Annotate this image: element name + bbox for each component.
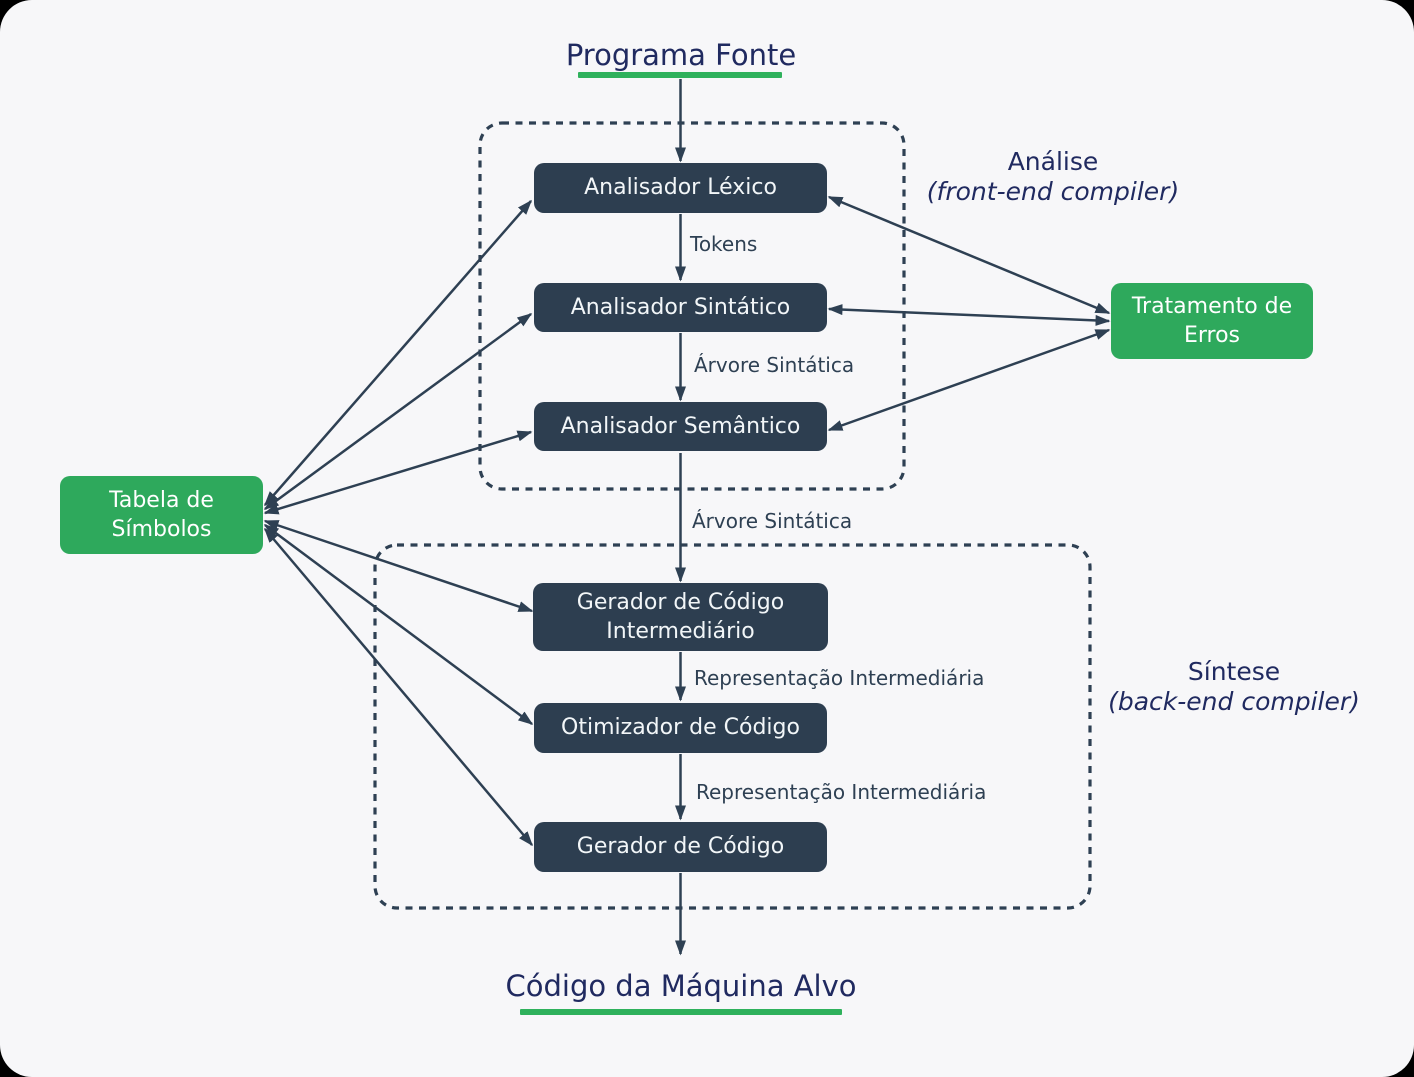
edge-label-syntax-tree-1: Árvore Sintática — [694, 353, 855, 377]
node-intermediate-code-generator: Gerador de Código Intermediário — [533, 583, 828, 651]
synthesis-label-sub: (back-end compiler) — [1108, 687, 1360, 716]
analysis-group-outline — [478, 121, 906, 491]
target-title-underline — [520, 1009, 842, 1015]
edge-table-intermediate — [263, 519, 534, 613]
edge-table-syntactic — [263, 312, 533, 511]
node-lexical-analyzer: Analisador Léxico — [534, 163, 827, 213]
synthesis-group-label: Síntese (back-end compiler) — [1084, 657, 1384, 717]
error-handling-arrows — [827, 195, 1111, 432]
analysis-group-label: Análise (front-end compiler) — [903, 147, 1203, 207]
edge-table-generator — [264, 527, 533, 847]
node-syntactic-analyzer: Analisador Sintático — [534, 283, 827, 332]
symbol-table-arrows — [263, 199, 534, 847]
node-symbol-table: Tabela de Símbolos — [60, 476, 263, 554]
synthesis-label-main: Síntese — [1187, 657, 1281, 686]
edge-lexical-errors — [827, 195, 1111, 315]
edge-syntactic-errors — [827, 304, 1111, 326]
edge-label-tokens: Tokens — [690, 232, 758, 256]
node-code-generator: Gerador de Código — [534, 822, 827, 872]
edge-label-intermediate-repr-1: Representação Intermediária — [694, 666, 985, 690]
edge-semantic-errors — [827, 328, 1111, 432]
edge-table-optimizer — [263, 523, 534, 726]
edge-table-lexical — [264, 199, 532, 507]
source-title-underline — [578, 72, 782, 78]
node-semantic-analyzer: Analisador Semântico — [534, 402, 827, 451]
node-code-optimizer: Otimizador de Código — [534, 703, 827, 753]
source-program-title: Programa Fonte — [565, 38, 797, 72]
edge-label-syntax-tree-2: Árvore Sintática — [692, 509, 853, 533]
edge-label-intermediate-repr-2: Representação Intermediária — [696, 780, 987, 804]
analysis-label-main: Análise — [1007, 147, 1099, 176]
analysis-label-sub: (front-end compiler) — [926, 177, 1180, 206]
node-error-handling: Tratamento de Erros — [1111, 283, 1313, 359]
edge-table-semantic — [263, 430, 533, 515]
target-code-title: Código da Máquina Alvo — [505, 969, 857, 1003]
